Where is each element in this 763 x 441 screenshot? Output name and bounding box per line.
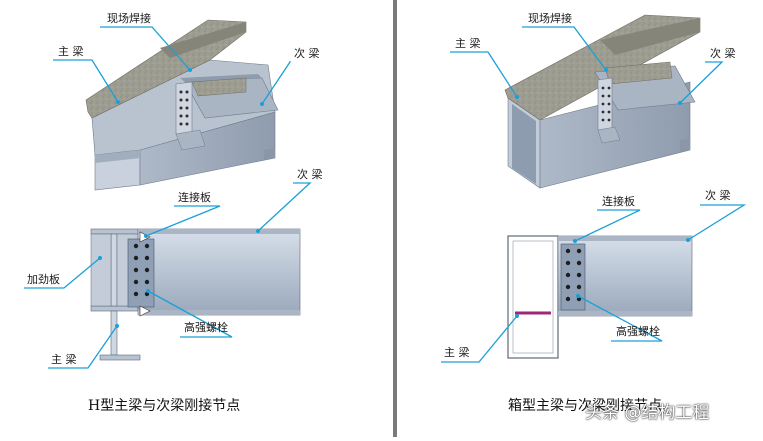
right-label-high-strength-bolt: 高强螺栓 bbox=[616, 325, 660, 338]
right-label-main-beam-bottom: 主 梁 bbox=[444, 346, 470, 359]
left-2d-bolts bbox=[133, 243, 150, 297]
left-3d-h-beam bbox=[85, 19, 279, 191]
right-label-connection-plate: 连接板 bbox=[602, 195, 635, 208]
left-leader-dots bbox=[98, 68, 264, 328]
right-3d-bolts bbox=[601, 86, 611, 122]
left-label-stiffener: 加劲板 bbox=[27, 273, 60, 286]
right-leader-lines bbox=[441, 26, 747, 363]
left-label-secondary-beam-top: 次 梁 bbox=[294, 47, 320, 60]
left-2d-elevation bbox=[90, 228, 301, 361]
left-label-connection-plate: 连接板 bbox=[178, 191, 211, 204]
left-3d-bolts bbox=[179, 90, 189, 126]
right-2d-elevation bbox=[507, 235, 693, 359]
left-label-site-weld: 现场焊接 bbox=[107, 12, 151, 25]
panel-divider bbox=[393, 0, 397, 437]
left-leader-lines bbox=[24, 26, 312, 369]
right-label-secondary-beam-mid: 次 梁 bbox=[705, 189, 731, 202]
left-caption: H型主梁与次梁刚接节点 bbox=[88, 398, 241, 414]
right-label-main-beam-top: 主 梁 bbox=[455, 37, 481, 50]
right-3d-box-beam bbox=[504, 14, 701, 189]
right-label-secondary-beam-top: 次 梁 bbox=[710, 47, 736, 60]
right-2d-bolts bbox=[565, 248, 582, 302]
right-label-site-weld: 现场焊接 bbox=[528, 12, 572, 25]
right-leader-dots bbox=[515, 68, 690, 318]
watermark: 头条 @结构工程 bbox=[585, 403, 710, 423]
left-label-secondary-beam-mid: 次 梁 bbox=[297, 168, 323, 181]
left-label-high-strength-bolt: 高强螺栓 bbox=[184, 321, 228, 334]
right-caption: 箱型主梁与次梁刚接节点 bbox=[508, 398, 662, 414]
left-label-main-beam-top: 主 梁 bbox=[58, 45, 84, 58]
left-label-main-beam-bottom: 主 梁 bbox=[51, 353, 77, 366]
